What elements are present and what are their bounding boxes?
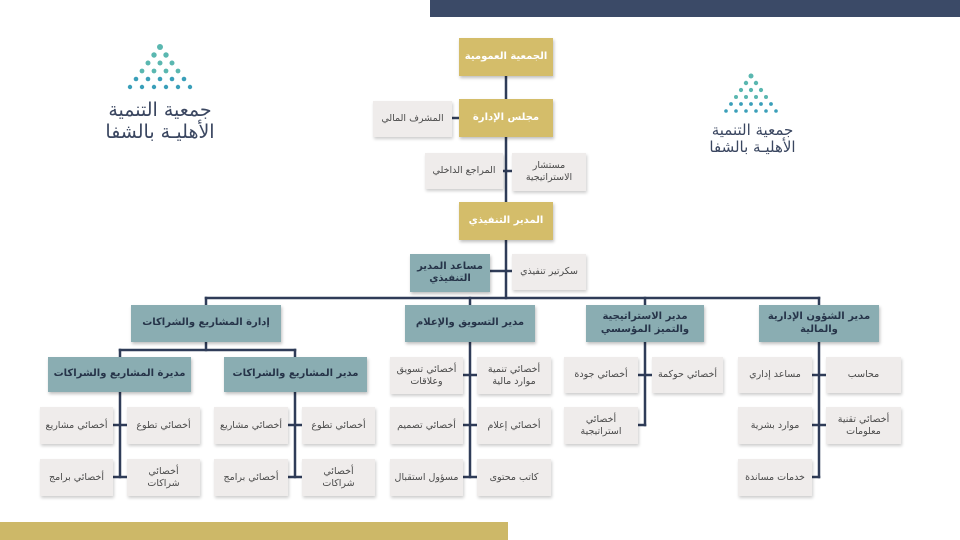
logo-left-dots-icon xyxy=(127,44,193,90)
strategy-specialist-box: أخصائي استراتيجية xyxy=(564,407,638,444)
strategy-consultant-box: مستشار الاستراتيجية xyxy=(512,153,586,191)
financial-resources-specialist-box: أخصائي تنمية موارد مالية xyxy=(477,357,551,394)
internal-auditor-box: المراجع الداخلي xyxy=(425,153,503,189)
projects-specialist-box: أخصائي مشاريع xyxy=(214,407,288,444)
logo-right-line2: الأهليـة بالشفا xyxy=(709,138,796,157)
executive-director-box: المدير التنفيذي xyxy=(459,202,553,240)
volunteering-specialist-box: أخصائي تطوع xyxy=(302,407,375,444)
marketing-relations-specialist-box: أخصائي تسويق وعلاقات xyxy=(390,357,463,394)
logo-right-line1: جمعية التنمية xyxy=(711,121,794,139)
design-specialist-box: أخصائي تصميم xyxy=(390,407,463,444)
projects-specialist-2-box: أخصائي مشاريع xyxy=(40,407,113,444)
projects-department-box: إدارة المشاريع والشراكات xyxy=(131,305,281,342)
governance-specialist-box: أخصائي حوكمة xyxy=(652,357,723,393)
bottom-accent-bar xyxy=(0,522,508,540)
general-assembly-box: الجمعية العمومية xyxy=(459,38,553,76)
assistant-director-box: مساعد المدير التنفيذي xyxy=(410,254,490,292)
media-specialist-box: أخصائي إعلام xyxy=(477,407,551,444)
reception-officer-box: مسؤول استقبال xyxy=(390,459,463,496)
marketing-manager-box: مدير التسويق والإعلام xyxy=(405,305,535,342)
logo-left-line2: الأهليـة بالشفا xyxy=(105,120,215,143)
projects-manager-male-box: مدير المشاريع والشراكات xyxy=(224,357,367,392)
partnerships-specialist-2-box: أخصائي شراكات xyxy=(127,459,200,496)
financial-supervisor-box: المشرف المالي xyxy=(373,101,452,137)
logo-right-dots-icon xyxy=(724,73,778,113)
support-services-box: خدمات مساندة xyxy=(738,459,812,496)
admin-finance-manager-box: مدير الشؤون الإدارية والمالية xyxy=(759,305,879,342)
content-writer-box: كاتب محتوى xyxy=(477,459,551,496)
it-specialist-box: أخصائي تقنية معلومات xyxy=(826,407,901,444)
board-box: مجلس الإدارة xyxy=(459,99,553,137)
accountant-box: محاسب xyxy=(826,357,901,393)
projects-manager-female-box: مديرة المشاريع والشراكات xyxy=(48,357,191,392)
hr-box: موارد بشرية xyxy=(738,407,812,444)
strategy-manager-box: مدير الاستراتيجية والتميز المؤسسي xyxy=(586,305,704,342)
logo-left-line1: جمعية التنمية xyxy=(108,99,212,121)
programs-specialist-2-box: أخصائي برامج xyxy=(40,459,113,496)
partnerships-specialist-box: أخصائي شراكات xyxy=(302,459,375,496)
admin-assistant-box: مساعد إداري xyxy=(738,357,812,393)
volunteering-specialist-2-box: أخصائي تطوع xyxy=(127,407,200,444)
top-accent-bar xyxy=(430,0,960,17)
programs-specialist-box: أخصائي برامج xyxy=(214,459,288,496)
executive-secretary-box: سكرتير تنفيذي xyxy=(512,254,586,290)
quality-specialist-box: أخصائي جودة xyxy=(564,357,638,393)
